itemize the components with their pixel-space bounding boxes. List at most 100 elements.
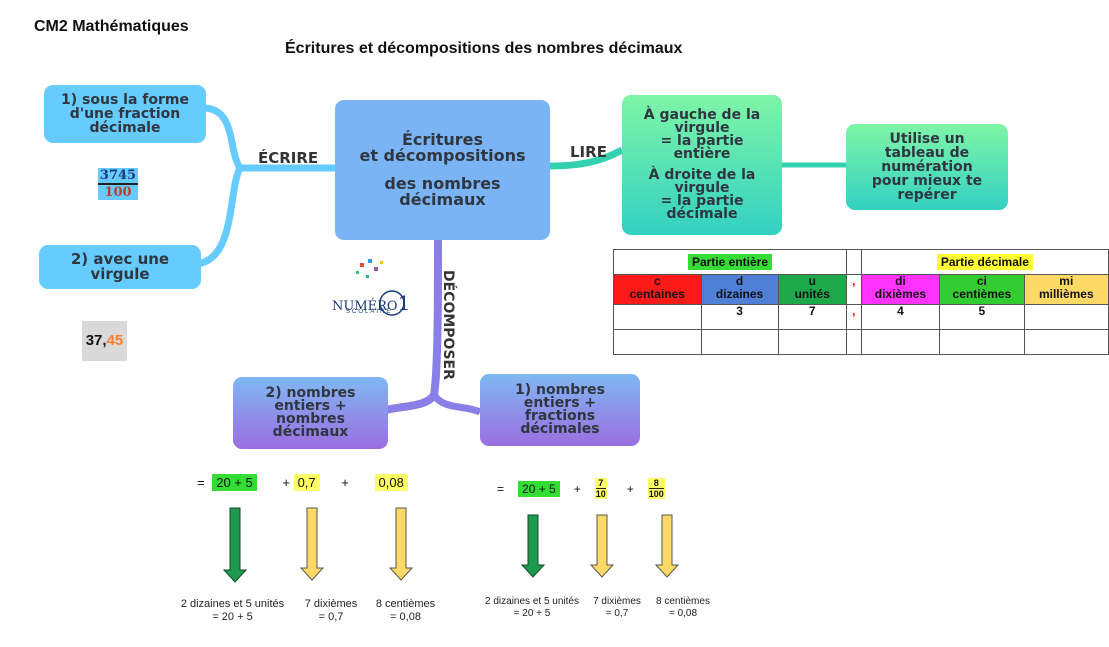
label-line: = 0,08 [668,608,698,619]
node-line: 1) sous la forme [61,92,189,108]
connector-ecrire-bottom [194,166,244,268]
partie-entiere-label: Partie entière [687,253,772,270]
header-bottom: dixièmes [874,287,927,301]
table-cell: Partie entière [613,249,847,275]
node-line: À droite de la [648,167,756,183]
node-line: nombres [276,411,345,427]
label-line: 7 dixièmes [304,598,358,610]
partie-decimale-label: Partie décimale [936,253,1033,270]
node-line: 2) nombres [265,385,356,401]
header-top: ci [976,274,987,288]
header-top: d [735,274,744,288]
frac-num: 7 [598,478,604,488]
label-line: = 0,7 [605,608,629,619]
table-cell [1023,329,1109,355]
frac-den: 10 [595,488,606,499]
label-centiemes: 8 centièmes= 0,08 [648,596,718,620]
label-line: = 20 + 5 [212,611,253,623]
connector-lire [547,146,624,170]
node-line: virgule [674,180,730,196]
node-line: repérer [897,187,957,203]
label-line: 8 centièmes [375,598,436,610]
fraction-numerator: 3745 [98,168,138,183]
level-label: CM2 Mathématiques [34,18,189,35]
eq-sign: = [197,475,205,490]
arrow-down-green [222,507,248,583]
connector-decomposer-right [431,392,482,416]
central-node: Écritures et décompositions des nombres … [335,100,550,240]
central-line: et décompositions [359,146,526,165]
label-centiemes: 8 centièmes= 0,08 [368,598,443,624]
fraction-example: 3745 100 [98,168,138,200]
header-bottom: millièmes [1038,287,1094,301]
node-line: 1) nombres [515,382,605,398]
node-line: décimale [666,206,738,222]
int-part: 20 + 5 [212,474,257,491]
node-line: virgule [674,120,730,136]
comma: , [852,274,856,288]
node-line: Utilise un [889,131,965,147]
node-line: = la partie [660,193,744,209]
label-line: = 0,7 [318,611,344,623]
node-line: numération [881,159,973,175]
node-line: virgule [90,265,150,283]
node-fraction: 1) sous la forme d'une fraction décimale [44,85,206,143]
node-line: 2) avec une [70,250,170,268]
branch-lire: LIRE [570,143,607,161]
header-bottom: centièmes [952,287,1012,301]
node-lire-partie: À gauche de la virgule = la partie entiè… [622,95,782,235]
node-line: pour mieux te [871,173,983,189]
arrow-down-yellow [589,514,615,578]
node-line: À gauche de la [643,107,761,123]
plus-sign: + [341,475,349,490]
table-cell [860,329,941,355]
logo-digit: 1 [397,291,411,315]
eq-sign: = [497,481,505,496]
label-dizaines-unites: 2 dizaines et 5 unités= 20 + 5 [170,598,295,624]
logo-sub: SCOLAIRE [346,309,393,315]
table-cell [777,329,847,355]
label-line: 2 dizaines et 5 unités [485,596,579,607]
decimal-dec: 45 [106,332,124,349]
table-cell [613,329,702,355]
node-line: tableau de [884,145,970,161]
label-dizaines-unites: 2 dizaines et 5 unités= 20 + 5 [476,596,588,620]
hundredths: 0,08 [374,474,408,491]
header-bottom: unités [794,287,830,301]
frac-num: 8 [653,478,659,488]
logo-icon [356,259,405,316]
tenths: 0,7 [293,474,320,491]
arrow-down-yellow [654,514,680,578]
plus-sign: + [626,481,634,496]
node-tableau: Utilise un tableau de numération pour mi… [846,124,1008,210]
decomp-left-equation: = 20 + 5 + 0,7 + 0,08 [197,474,408,491]
label-line: 2 dizaines et 5 unités [180,598,285,610]
node-line: d'une fraction [69,106,181,122]
label-line: 8 centièmes [656,596,710,607]
header-top: di [895,274,906,288]
header-top: u [808,274,816,288]
header-top: c [653,274,661,288]
node-line: = la partie [660,133,744,149]
node-entiers-decimaux: 2) nombres entiers + nombres décimaux [233,377,388,449]
header-bottom: centaines [629,287,685,301]
frac-den: 100 [648,488,664,499]
node-virgule: 2) avec une virgule [39,245,201,289]
int-part: 20 + 5 [518,480,560,497]
arrow-down-yellow [388,507,414,581]
branch-ecrire: ÉCRIRE [258,149,319,167]
node-line: entiers + [523,395,597,411]
table-cell: 7 [777,304,847,330]
